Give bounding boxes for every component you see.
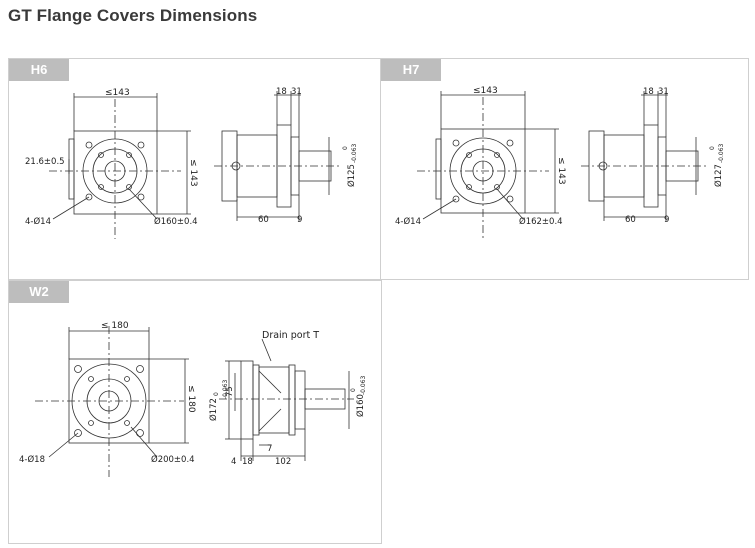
h7-pilot-tol2: -0.063 <box>718 143 725 163</box>
h7-len-a: 60 <box>625 215 636 225</box>
h6-pcd-label: Ø160±0.4 <box>154 216 198 227</box>
w2-dim-4: 4 <box>231 457 236 467</box>
w2-bolts-label: 4-Ø18 <box>19 454 45 465</box>
w2-drawing: Drain port T ≤ 180 ≤ 180 4-Ø18 Ø200±0.4 … <box>19 321 367 477</box>
w2-dim-75: 75 <box>225 386 235 397</box>
tab-w2: W2 <box>9 281 69 303</box>
w2-side-body <box>240 360 254 440</box>
h6-top-a: 18 <box>276 87 287 97</box>
h6-front-top-dim: ≤143 <box>105 88 130 98</box>
h7-front-side-dim: ≤ 143 <box>556 157 566 185</box>
h7-pilot-dim: Ø127 <box>713 164 724 187</box>
w2-pilot-left: Ø172 <box>208 398 219 421</box>
w2-drain-label: Drain port T <box>262 330 319 341</box>
h7-len-b: 9 <box>664 215 669 225</box>
h6-front-side-dim: ≤ 143 <box>188 159 198 187</box>
h7-drawing: ≤143 ≤ 143 4-Ø14 Ø162±0.4 18 31 Ø127 0 -… <box>395 86 725 239</box>
h6-pilot-tol2: -0.063 <box>351 143 358 163</box>
h7-pcd-label: Ø162±0.4 <box>519 216 563 227</box>
page-title: GT Flange Covers Dimensions <box>8 6 258 25</box>
w2-dim-7: 7 <box>267 444 272 454</box>
w2-pcd-label: Ø200±0.4 <box>151 454 195 465</box>
w2-pilot-right-tol2: -0.063 <box>360 375 367 395</box>
w2-front-top-dim: ≤ 180 <box>101 321 129 331</box>
tab-h6: H6 <box>9 59 69 81</box>
h6-front-left-dim: 21.6±0.5 <box>25 157 65 167</box>
h7-top-a: 18 <box>643 87 654 97</box>
w2-front-side-dim: ≤ 180 <box>186 385 196 413</box>
w2-dim-18: 18 <box>242 457 253 467</box>
h6-len-b: 9 <box>297 215 302 225</box>
h7-bolts-label: 4-Ø14 <box>395 216 421 227</box>
panel-w2: W2 <box>8 280 382 544</box>
w2-pilot-right-tol: 0 <box>350 388 357 392</box>
h6-pilot-dim: Ø125 <box>346 164 357 187</box>
w2-pilot-left-tol2: -0.063 <box>222 379 229 399</box>
panel-h7: H7 <box>380 58 749 280</box>
h6-top-b: 31 <box>291 87 302 97</box>
h7-pilot-tol: 0 <box>709 146 716 150</box>
w2-pilot-left-tol: 0 <box>213 392 220 396</box>
h6-len-a: 60 <box>258 215 269 225</box>
h7-top-b: 31 <box>658 87 669 97</box>
h6-bolts-label: 4-Ø14 <box>25 216 51 227</box>
panel-h6: H6 <box>8 58 382 280</box>
w2-dim-102: 102 <box>275 457 291 467</box>
tab-h7: H7 <box>381 59 441 81</box>
h7-front-top-dim: ≤143 <box>473 86 498 96</box>
h6-pilot-tol: 0 <box>342 146 349 150</box>
h6-drawing: ≤143 ≤ 143 21.6±0.5 4-Ø14 Ø160±0.4 18 31… <box>25 87 358 239</box>
w2-pilot-right: Ø160 <box>355 394 366 417</box>
